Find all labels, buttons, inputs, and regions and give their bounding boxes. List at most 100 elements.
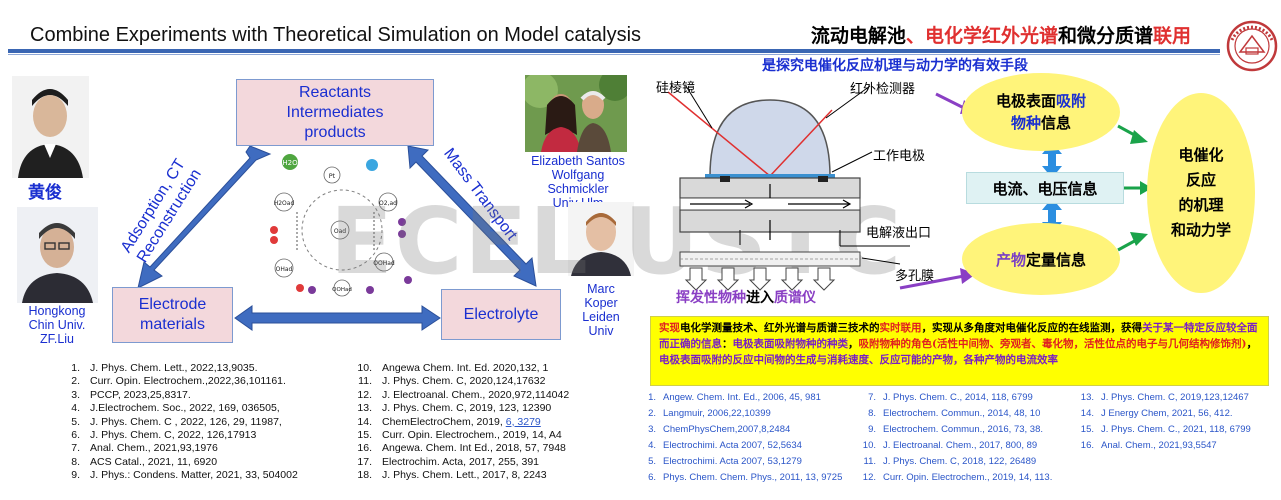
box-reactants: Reactants Intermediates products	[236, 79, 434, 146]
reference-item: 4. J.Electrochem. Soc., 2022, 169, 036505…	[58, 402, 298, 415]
reference-number: 6.	[71, 429, 80, 442]
reference-number: 8.	[868, 408, 876, 419]
reference-number: 8.	[71, 455, 80, 468]
reference-number: 10.	[357, 362, 372, 374]
into-text: 进入	[746, 290, 774, 306]
name-santos-line1: Elizabeth Santos	[531, 154, 625, 168]
reference-number: 12.	[357, 388, 372, 401]
oxygen-molecule-icon	[366, 159, 378, 171]
reference-item: 3.PCCP, 2023,25,8317.	[58, 389, 298, 402]
h2o-molecule-icon	[282, 154, 298, 170]
flow-cell-schematic	[667, 85, 910, 291]
name-santos: Elizabeth Santos Wolfgang Schmickler Uni…	[520, 154, 636, 210]
reference-item: 13.J. Phys. Chem. C, 2019,123,12467	[1080, 390, 1251, 406]
name-koper-line2: Koper	[584, 296, 618, 310]
reference-text: Angewa. Chem. Int Ed., 2018, 57, 7948	[382, 442, 566, 455]
name-huang: 黄俊	[28, 183, 62, 203]
reference-text: J.Electrochem. Soc., 2022, 169, 036505,	[90, 402, 280, 415]
reference-text: Langmuir, 2006,22,10399	[663, 408, 771, 419]
reference-text: Electrochimi. Acta 2007, 53,1279	[663, 456, 802, 467]
label-ir-detector: 红外检测器	[850, 82, 916, 97]
reference-text: Phys. Chem. Chem. Phys., 2011, 13, 9725	[663, 472, 843, 483]
reference-number: 16.	[357, 442, 372, 455]
reference-number: 14.	[1080, 408, 1094, 419]
reference-item: 10. Angewa Chem. Int. Ed. 2020,132, 1	[350, 362, 569, 375]
reference-list-left-col2: 10. Angewa Chem. Int. Ed. 2020,132, 1 11. J…	[350, 362, 569, 483]
cycle-node-h2o-top: H2O	[282, 159, 298, 167]
university-seal-icon	[1226, 20, 1278, 72]
reference-item: 4.Electrochimi. Acta 2007, 52,5634	[642, 438, 842, 454]
cycle-node-h2o-ad: H2Oad	[274, 200, 295, 207]
reference-item: 2.Curr. Opin. Electrochem.,2022,36,10116…	[58, 375, 298, 388]
reference-number: 7.	[868, 392, 876, 403]
reference-list-left-col1: 1.J. Phys. Chem. Lett., 2022,13,9035.2.C…	[58, 362, 298, 483]
box-electrode-materials: Electrode materials	[112, 287, 233, 343]
reference-number: 16.	[1080, 440, 1094, 451]
reference-number: 5.	[71, 415, 80, 428]
name-koper: Marc Koper Leiden Univ	[568, 282, 634, 338]
title-right-part1: 流动电解池	[810, 25, 906, 47]
hl-s2: 电化学测量技术、红外光谱与质谱三技术的	[680, 322, 880, 334]
reference-text: J. Phys. Chem. C, 2019,123,12467	[1101, 392, 1249, 403]
reference-item: 7.J. Phys. Chem. C., 2014, 118, 6799	[862, 390, 1052, 406]
ell-right-3: 的机理	[1178, 196, 1224, 214]
reference-item: 16.Anal. Chem., 2021,93,5547	[1080, 438, 1251, 454]
label-silicon-prism: 硅棱镜	[656, 81, 696, 96]
name-koper-line1: Marc	[587, 282, 615, 296]
title-right-part4: 联用	[1152, 25, 1191, 47]
reference-number: 3.	[648, 424, 656, 435]
reference-item: 10.J. Electroanal. Chem., 2017, 800, 89	[862, 438, 1052, 454]
reference-number: 15.	[357, 429, 372, 442]
reference-item: 9. Electrochem. Commun., 2016, 73, 38.	[862, 422, 1052, 438]
ellipse-adsorbed-species-info: 电极表面吸附 物种信息	[962, 73, 1120, 151]
reference-text: Angewa Chem. Int. Ed. 2020,132, 1	[382, 362, 549, 374]
reference-text: Electrochim. Acta, 2017, 255, 391	[382, 455, 540, 468]
reference-text: J. Phys. Chem. C, 2018, 122, 26489	[883, 456, 1037, 467]
reference-number: 6.	[648, 472, 656, 483]
reference-number: 4.	[71, 402, 80, 415]
ell-right-2: 反应	[1185, 171, 1216, 189]
reference-item: 14.J Energy Chem, 2021, 56, 412.	[1080, 406, 1251, 422]
reference-text: Curr. Opin. Electrochem.,2022,36,101161.	[90, 375, 286, 388]
reference-text: J. Phys.: Condens. Matter, 2021, 33, 504…	[90, 469, 298, 482]
reference-number: 13.	[357, 402, 372, 415]
reference-text: Anal. Chem., 2021,93,1976	[90, 442, 218, 455]
hl-s5: 关于某一特定反应较全面而正确的信息	[659, 322, 1258, 350]
reference-item: 3.ChemPhysChem,2007,8,2484	[642, 422, 842, 438]
silicon-prism-dome	[709, 99, 831, 177]
reference-number: 9.	[868, 424, 876, 435]
reactants-line2: Intermediates	[286, 103, 384, 121]
reference-number: 1.	[648, 392, 656, 403]
name-koper-line3: Leiden	[582, 310, 620, 324]
cycle-node-pt: Pt	[329, 172, 336, 180]
ell-top-b: 吸附	[1056, 92, 1087, 110]
reference-number: 11.	[358, 375, 372, 388]
reference-text: ACS Catal., 2021, 11, 6920	[90, 455, 218, 468]
label-volatile-to-ms: 挥发性物种进入质谱仪	[676, 287, 816, 307]
hl-s7: 电极表面吸附物种的种类	[732, 338, 849, 350]
reference-item: 5.J. Phys. Chem. C , 2022, 126, 29, 1198…	[58, 416, 298, 429]
reference-text: Electrochem. Commun., 2016, 73, 38.	[883, 424, 1043, 435]
mass-spec-text: 质谱仪	[774, 290, 816, 306]
reference-link[interactable]: 6, 3279	[505, 415, 541, 428]
electrode-line2: materials	[140, 316, 205, 333]
reference-item: 18.J. Phys. Chem. Lett., 2017, 8, 2243	[350, 469, 569, 482]
ell-top-d: 信息	[1041, 114, 1072, 132]
name-koper-line4: Univ	[588, 324, 614, 338]
hl-s10: ，	[1246, 338, 1257, 350]
slide-title-right: 流动电解池、电化学红外光谱和微分质谱联用	[811, 21, 1191, 48]
cycle-node-o-ad: Oad	[334, 228, 346, 235]
ell-bottom-b: 定量信息	[1026, 250, 1087, 269]
reference-item: 5.Electrochimi. Acta 2007, 53,1279	[642, 454, 842, 470]
ellipse-mechanism-kinetics: 电催化 反应 的机理 和动力学	[1147, 93, 1255, 293]
reference-number: 12.	[862, 472, 876, 483]
reference-text: J. Phys. Chem. Lett., 2017, 8, 2243	[382, 469, 547, 482]
title-underline-thin	[8, 54, 1220, 55]
cycle-node-oh-ad: OHad	[276, 266, 293, 273]
reference-item: 12.J. Electroanal. Chem., 2020,972,11404…	[350, 389, 569, 402]
electrolyte-label: Electrolyte	[463, 305, 539, 323]
name-santos-line2: Wolfgang Schmickler	[547, 168, 609, 196]
reference-item: 7.Anal. Chem., 2021,93,1976	[58, 442, 298, 455]
box-current-voltage-info: 电流、电压信息	[966, 172, 1124, 204]
name-liu-line3: ZF.Liu	[39, 332, 75, 346]
